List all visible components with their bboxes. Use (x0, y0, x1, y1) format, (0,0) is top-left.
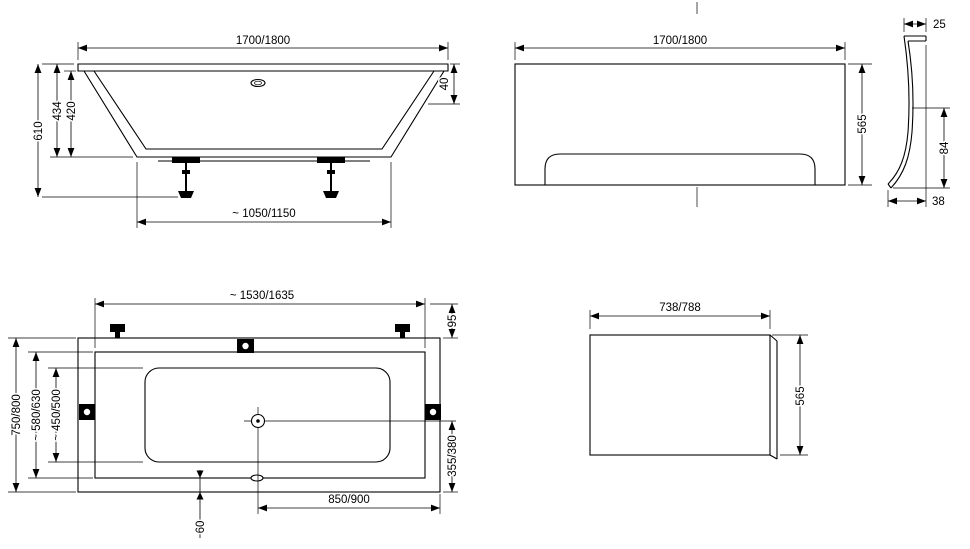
view-panel-profile: 25 84 38 (887, 18, 953, 210)
tub-leg-left (172, 157, 200, 198)
dim-plan-drain-side-label: 355/380 (447, 435, 459, 477)
dim-profile-flange: 25 (903, 18, 947, 33)
dim-plan-rim-width: ~ 580/630 (28, 351, 93, 479)
dim-side-height-total-label: 610 (33, 121, 45, 140)
dim-plan-basin-width: ~ 450/500 (48, 367, 143, 463)
dim-profile-kick: 84 (893, 107, 953, 189)
front-panel-face (514, 63, 846, 186)
dim-end-height: 565 (772, 334, 809, 456)
dim-plan-drain-side: 355/380 (443, 421, 461, 493)
profile-outline (887, 35, 927, 189)
dim-front-height-label: 565 (857, 114, 869, 133)
tub-rim (77, 63, 449, 72)
dim-front-length-label: 1700/1800 (653, 35, 707, 47)
dim-end-height-label: 565 (795, 386, 807, 405)
view-plan: ~ 1530/1635 95 750/800 ~ 580/630 ~ 450/5… (8, 289, 461, 538)
dim-side-rim-drop-label: 40 (439, 78, 451, 91)
tub-outline (77, 63, 449, 162)
faucet-top-view-icon (110, 324, 125, 338)
end-panel-side-edge (769, 334, 778, 460)
dim-profile-flange-label: 25 (933, 19, 946, 31)
dim-profile-foot-label: 38 (932, 196, 945, 208)
tub-inner-wall (93, 70, 435, 150)
dim-plan-width-total: 750/800 (8, 337, 76, 493)
view-side-elevation: 1700/1800 610 434 420 40 ~ 10 (32, 34, 460, 228)
mount-plate-icon (79, 404, 95, 420)
dim-plan-basin-width-label: ~ 450/500 (51, 389, 63, 440)
tub-outer-wall (83, 70, 445, 158)
dim-profile-foot: 38 (887, 45, 946, 210)
dim-side-depth-inner: 420 (64, 70, 80, 157)
dim-plan-end-offset: 95 (430, 303, 461, 339)
drain-crosshair-icon (244, 407, 272, 435)
dim-front-length: 1700/1800 (514, 34, 846, 60)
dim-side-length-label: 1700/1800 (236, 35, 290, 47)
dim-plan-width-total-label: 750/800 (11, 394, 23, 436)
dim-side-height-shell: 434 (50, 64, 133, 158)
panel-recess-contour (544, 153, 816, 185)
faucet-top-view-icon (395, 324, 410, 338)
dim-side-length: 1700/1800 (77, 34, 449, 60)
dim-plan-edge-gap-label: 60 (195, 521, 207, 534)
dim-plan-end-offset-label: 95 (447, 315, 459, 328)
overflow-slot-inner (254, 80, 262, 86)
dim-end-width: 738/788 (589, 301, 771, 329)
view-end-panel: 738/788 565 (589, 301, 809, 460)
dim-side-base-length: ~ 1050/1150 (136, 162, 392, 228)
plan-basin-edge (144, 367, 391, 463)
dim-plan-inner-length: ~ 1530/1635 (94, 289, 426, 348)
overflow-slot-icon (250, 474, 264, 482)
dim-plan-drain-end-label: 850/900 (328, 494, 370, 506)
dim-side-rim-drop: 40 (428, 63, 460, 105)
view-front-panel: 1700/1800 565 (514, 2, 872, 207)
overflow-slot-icon (250, 78, 266, 88)
dim-plan-edge-gap: 60 (194, 470, 209, 538)
dim-side-height-total: 610 (32, 63, 178, 198)
dim-plan-rim-width-label: ~ 580/630 (31, 389, 43, 440)
dim-plan-drain-end: 850/900 (258, 493, 441, 514)
adjustable-foot-icon (323, 191, 339, 198)
tub-leg-right (317, 157, 345, 198)
end-panel-face (589, 334, 771, 456)
dim-front-height: 565 (848, 63, 872, 186)
dim-profile-kick-label: 84 (939, 141, 951, 154)
mount-plate-icon (425, 404, 441, 420)
dim-end-width-label: 738/788 (659, 302, 701, 314)
dim-plan-inner-length-label: ~ 1530/1635 (230, 290, 294, 302)
mount-plate-icon (237, 339, 254, 353)
dim-side-height-shell-label: 434 (52, 101, 64, 121)
dim-side-depth-inner-label: 420 (66, 101, 78, 120)
dim-side-base-length-label: ~ 1050/1150 (232, 208, 295, 220)
adjustable-foot-icon (178, 191, 194, 198)
